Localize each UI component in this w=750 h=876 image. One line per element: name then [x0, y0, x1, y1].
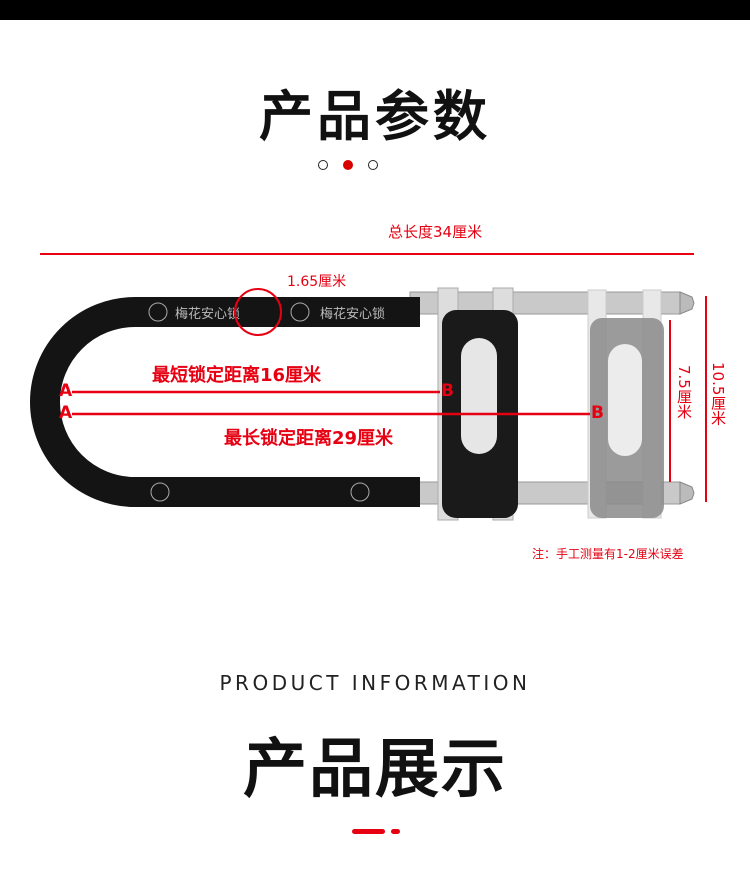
svg-text:梅花安心锁: 梅花安心锁 — [320, 306, 385, 322]
brand-logo-icon — [148, 302, 168, 322]
outer-height-label: 10.5厘米 — [709, 362, 727, 426]
dot-indicator-active — [343, 160, 353, 170]
section-subtitle: PRODUCT INFORMATION — [219, 671, 531, 695]
red-divider-dot — [391, 829, 400, 834]
brand-logo-icon — [290, 302, 310, 322]
brand-logo-icon — [150, 482, 170, 502]
lock-body-plate — [461, 338, 497, 454]
point-b-label: B — [441, 381, 454, 401]
pager-dots — [318, 160, 378, 170]
point-b-label: B — [591, 403, 604, 423]
inner-height-label: 7.5厘米 — [675, 365, 693, 419]
shackle-brand-text: 梅花安心锁 梅花安心锁 — [175, 306, 385, 322]
thickness-circle — [234, 288, 282, 336]
longest-distance-label: 最长锁定距离29厘米 — [224, 428, 394, 449]
total-length-label: 总长度34厘米 — [388, 223, 483, 241]
measure-lines — [40, 253, 707, 502]
lock-body-plate — [608, 344, 642, 456]
section-title-display: 产品展示 — [243, 733, 507, 807]
point-a-label: A — [59, 381, 73, 401]
thickness-label: 1.65厘米 — [287, 274, 347, 290]
dot-indicator — [368, 160, 378, 170]
shortest-distance-label: 最短锁定距离16厘米 — [152, 365, 322, 386]
dot-indicator — [318, 160, 328, 170]
u-shackle — [30, 297, 420, 507]
svg-text:梅花安心锁: 梅花安心锁 — [175, 306, 240, 322]
top-bar — [0, 0, 750, 20]
brand-logo-icon — [350, 482, 370, 502]
point-a-label: A — [59, 403, 73, 423]
section-title-params: 产品参数 — [259, 85, 491, 148]
measurement-note: 注：手工测量有1-2厘米误差 — [532, 547, 684, 561]
red-divider — [352, 829, 385, 834]
